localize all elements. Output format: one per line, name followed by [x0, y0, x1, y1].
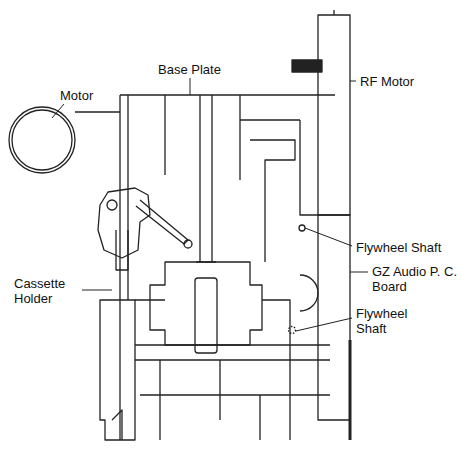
part-label: Cassette Holder — [14, 276, 80, 306]
part-label: Flywheel Shaft — [356, 306, 426, 336]
mechanism-block — [150, 262, 262, 345]
guide-rod — [196, 95, 216, 262]
leader-line — [350, 81, 356, 82]
side-frame — [250, 120, 318, 440]
rf-motor — [318, 15, 350, 215]
part-label: RF Motor — [360, 74, 450, 89]
chassis-detail — [140, 360, 330, 440]
lever-foot — [116, 230, 128, 270]
part-label: GZ Audio P. C. Board — [372, 264, 462, 294]
leader-line — [296, 318, 352, 331]
leader-lines — [52, 78, 368, 331]
leader-line — [82, 290, 112, 291]
flywheel-shaft-mark — [289, 327, 296, 334]
motor-rim — [12, 110, 72, 170]
lever-pivot — [107, 200, 117, 210]
base-plate — [75, 95, 335, 440]
leader-line — [52, 104, 64, 118]
board-edge — [349, 340, 352, 440]
holder-clip — [112, 410, 122, 440]
cassette-holder — [100, 300, 135, 440]
leader-line — [350, 272, 368, 273]
lever-bracket — [98, 188, 150, 258]
audio-pc-board — [318, 215, 350, 420]
lever-pin — [184, 240, 192, 248]
flywheel-shaft-mark — [299, 225, 305, 231]
rf-motor-stub — [333, 10, 334, 15]
part-label: Base Plate — [158, 62, 248, 77]
leader-line — [190, 78, 191, 95]
block-slot — [195, 278, 217, 353]
lever-arm — [136, 200, 188, 244]
leader-line — [305, 228, 352, 246]
base-plate-edge — [165, 95, 300, 180]
part-label: Motor — [60, 88, 130, 103]
part-label: Flywheel Shaft — [356, 240, 466, 255]
motor-body — [9, 107, 75, 173]
flywheel-edge — [300, 275, 318, 311]
